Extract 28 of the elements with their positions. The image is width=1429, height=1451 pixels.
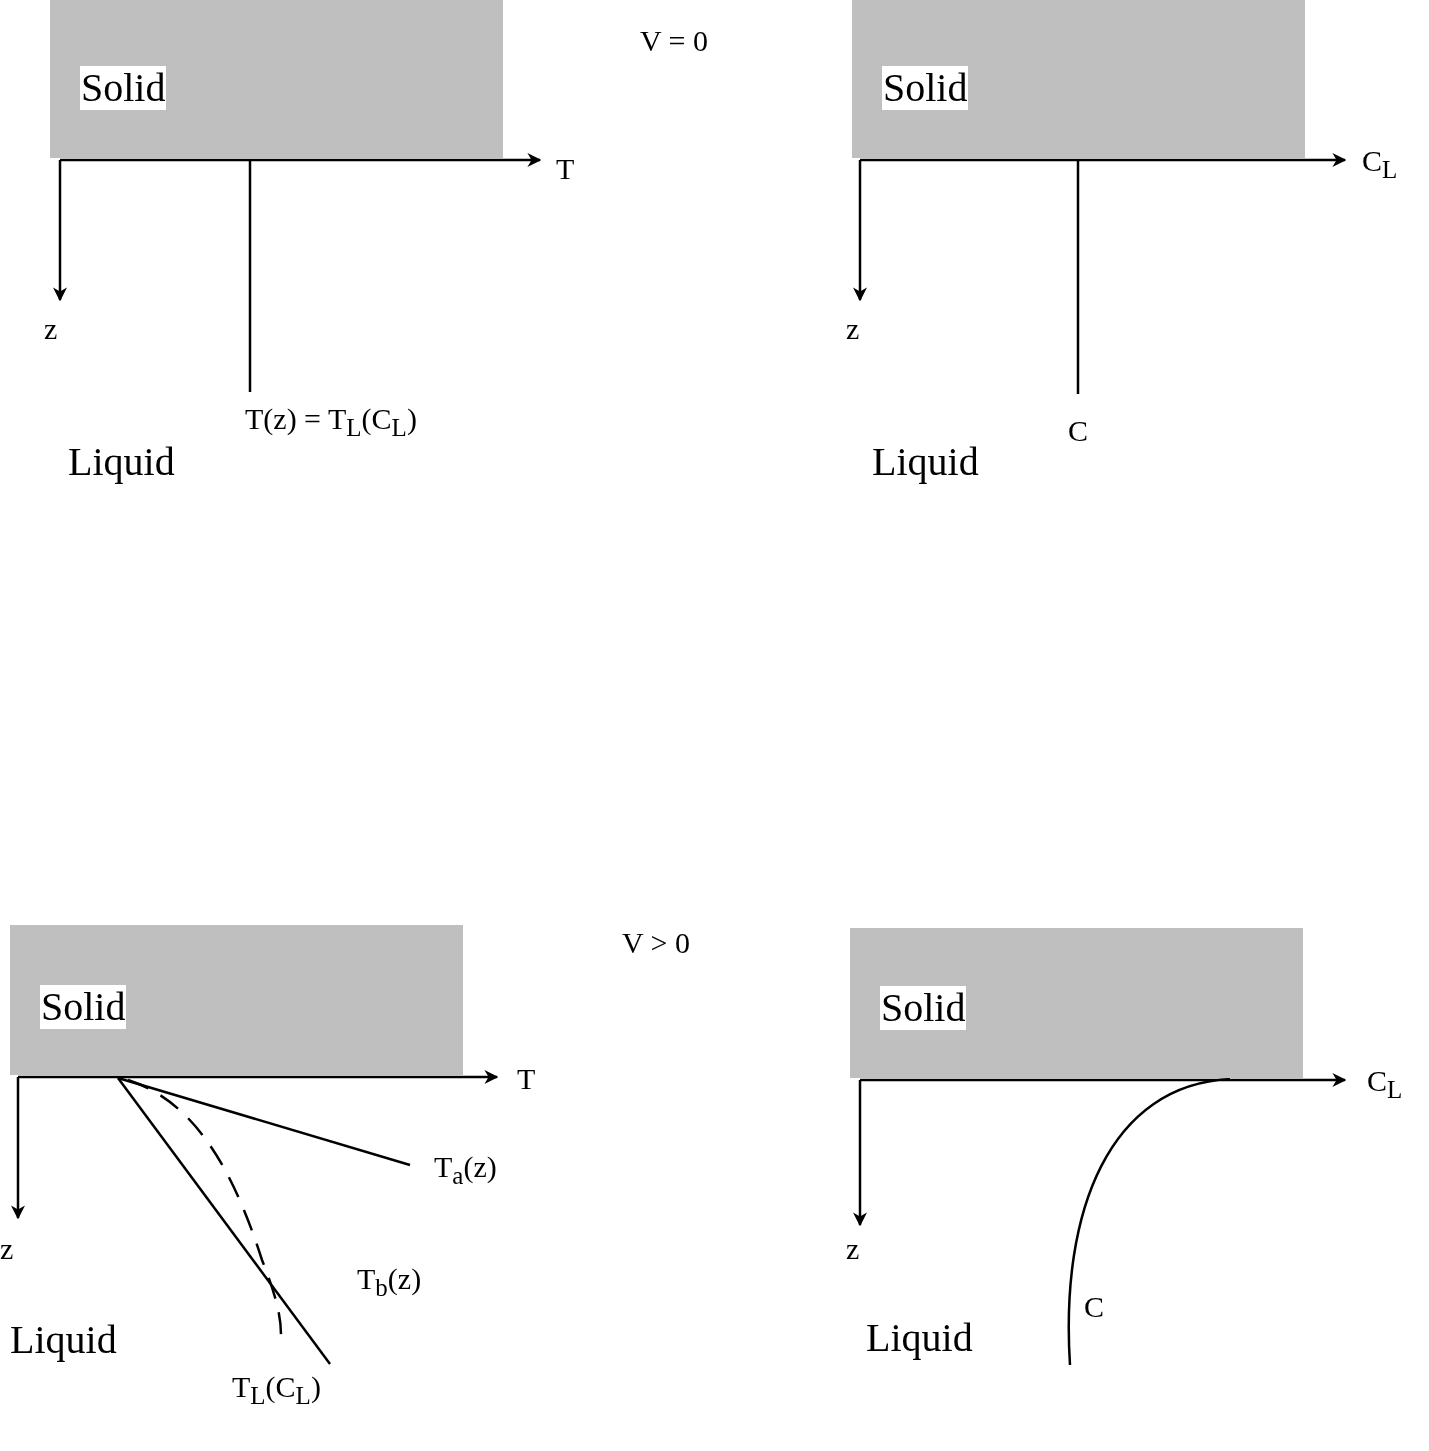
phase-label: Liquid (68, 440, 175, 484)
axis-label: C$_{L}$ (1367, 1064, 1403, 1105)
solid-region (50, 0, 503, 158)
curve-label: T$_{L}$(C$_{L}$) (232, 1370, 321, 1411)
solid-region (852, 0, 1305, 158)
velocity-label: V > 0 (622, 926, 691, 960)
phase-label: Liquid (10, 1318, 117, 1362)
curve-label: T(z) = T$_{L}$(C$_{L}$) (245, 402, 417, 443)
curve-label: T$_{b}$(z) (357, 1262, 422, 1303)
region-label: Solid (880, 986, 967, 1030)
velocity-label: V = 0 (640, 24, 709, 58)
phase-label: Liquid (866, 1316, 973, 1360)
solid-region (850, 928, 1303, 1078)
axis-label: z (44, 312, 58, 346)
curve-label: C (1068, 414, 1088, 448)
curve-label: T$_{a}$(z) (434, 1150, 497, 1191)
axis-label: z (846, 1232, 860, 1266)
axis-label: T (517, 1062, 536, 1096)
region-label: Solid (80, 66, 167, 110)
axis-label: C$_{L}$ (1362, 144, 1398, 185)
axis-label: T (556, 152, 575, 186)
solid-region (10, 925, 463, 1075)
axis-label: z (0, 1232, 14, 1266)
region-label: Solid (882, 66, 969, 110)
axis-label: z (846, 312, 860, 346)
phase-label: Liquid (872, 440, 979, 484)
curve-label: C (1084, 1290, 1104, 1324)
region-label: Solid (40, 985, 127, 1029)
